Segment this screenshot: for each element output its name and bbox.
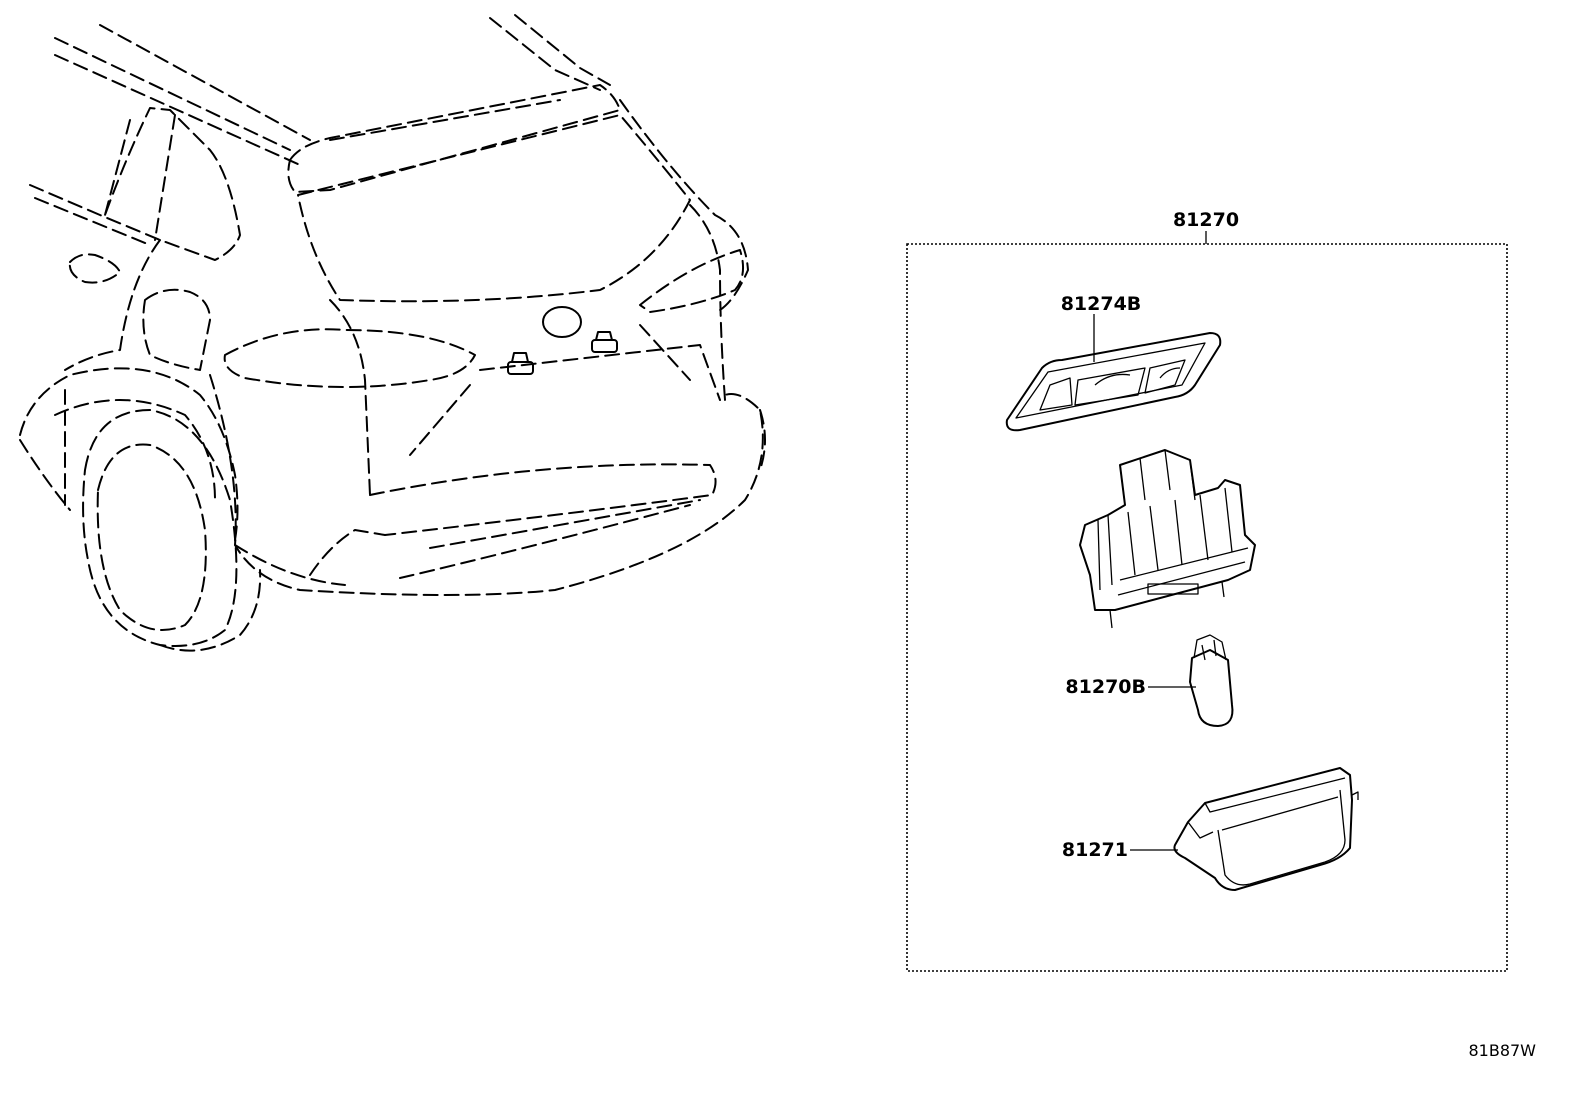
bulb-part bbox=[1189, 634, 1234, 727]
label-81274b: 81274B bbox=[1061, 293, 1142, 315]
cover-part bbox=[1173, 767, 1359, 891]
vehicle-outline bbox=[19, 14, 766, 652]
license-lamp-location-right bbox=[591, 331, 618, 353]
license-lamp-location-left bbox=[507, 352, 534, 375]
assembly-frame bbox=[906, 243, 1508, 972]
label-81270: 81270 bbox=[1173, 209, 1239, 231]
label-81271: 81271 bbox=[1062, 839, 1128, 861]
label-81270b: 81270B bbox=[1065, 676, 1146, 698]
lamp-housing-part bbox=[1079, 449, 1256, 629]
lens-gasket-part bbox=[1005, 332, 1222, 432]
figure-code: 81B87W bbox=[1468, 1041, 1536, 1060]
